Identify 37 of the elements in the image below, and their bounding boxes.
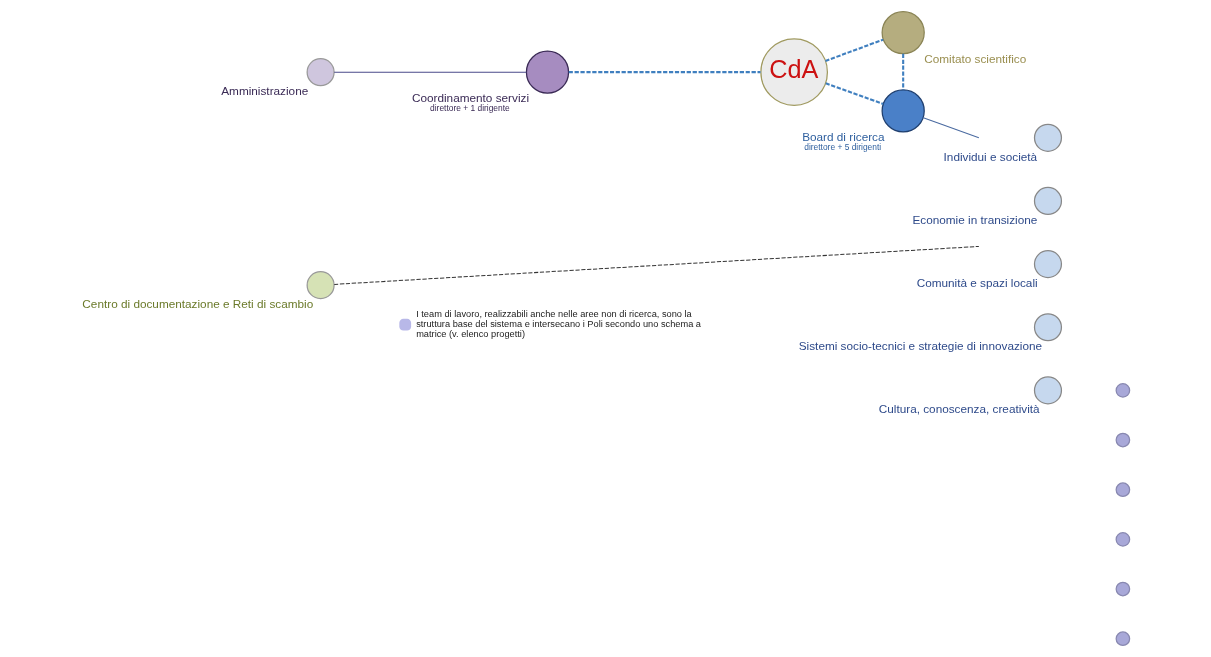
node-label: Individui e società [943, 149, 1037, 163]
node-label: Sistemi socio-tecnici e strategie di innovazione [798, 339, 1042, 353]
node-circle [525, 50, 569, 94]
node-circle [1115, 383, 1130, 398]
node-circle [1033, 186, 1062, 216]
node-label: direttore + 1 dirigente [429, 102, 510, 113]
node-label: Comitato scientifico [923, 52, 1026, 66]
connector [824, 38, 884, 62]
node-label: Economie in transizione [911, 212, 1037, 226]
node-circle [1033, 313, 1062, 342]
node-circle [306, 271, 335, 300]
node-circle [881, 89, 925, 133]
node-circle: CdA [759, 38, 828, 107]
node-label: Amministrazione [220, 84, 308, 98]
connector [922, 117, 979, 139]
node-label: direttore + 5 dirigenti [803, 141, 881, 152]
node-circle [881, 10, 925, 55]
node-circle [1115, 432, 1130, 448]
connector [901, 53, 904, 90]
node-circle [1115, 581, 1130, 597]
connector [333, 71, 527, 73]
node-circle [1033, 123, 1062, 152]
connector [824, 82, 883, 105]
node-circle [1033, 376, 1062, 405]
legend-label: I team di lavoro, realizzabili anche nelle aree non di ricerca, sono la struttura base del sistema e intersecano i Poli secondo uno schema a matrice (v. elenco progetti) [415, 308, 701, 340]
node-label: Centro di documentazione e Reti di scambio [81, 297, 313, 311]
node-label: Cultura, conoscenza, creatività [878, 402, 1040, 416]
node-circle [1115, 631, 1130, 647]
connector [568, 71, 760, 74]
node-label: Comunità e spazi locali [916, 276, 1038, 289]
node-circle [306, 58, 335, 87]
node-circle [1115, 532, 1130, 547]
node-label: Coordinamento servizi [411, 90, 529, 104]
node-circle [1033, 250, 1062, 279]
connector [333, 245, 979, 285]
node-circle [1115, 482, 1130, 498]
node-label: Board di ricerca [801, 129, 885, 143]
